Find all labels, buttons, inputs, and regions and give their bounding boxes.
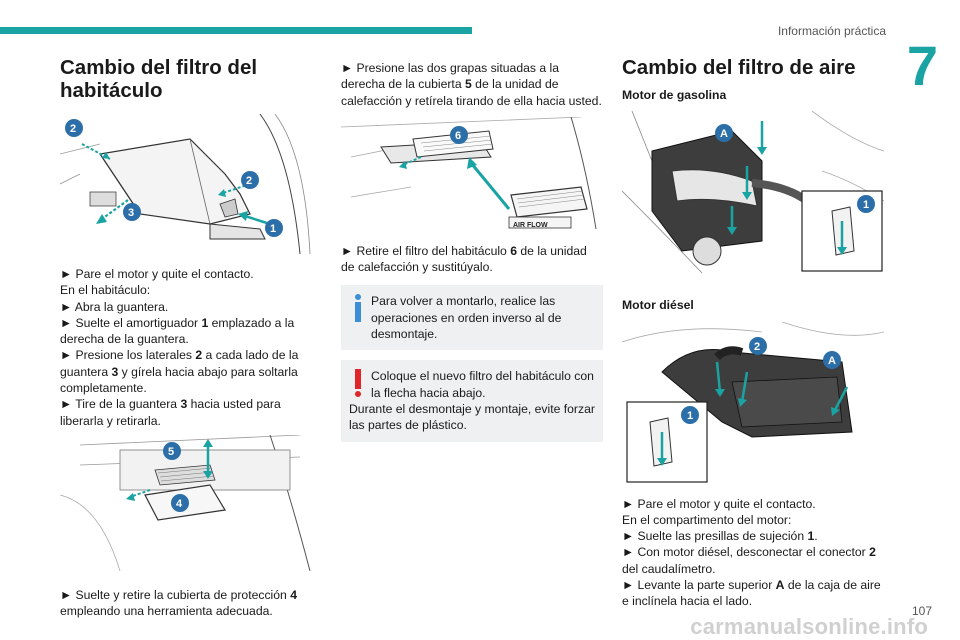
step-open-glovebox: ► Abra la guantera. bbox=[60, 299, 169, 314]
column-air-filter: Cambio del filtro de aire Motor de gasol… bbox=[622, 56, 888, 610]
step-in-cabin: En el habitáculo: bbox=[60, 283, 151, 298]
warning-box: Coloque el nuevo filtro del habitáculo c… bbox=[341, 360, 603, 442]
cabin-filter-steps: ► Pare el motor y quite el contacto. En … bbox=[60, 266, 318, 429]
step-press-clips: ► Presione las dos grapas situadas a la … bbox=[341, 61, 602, 108]
warning-icon bbox=[353, 369, 363, 401]
step3-release-clips: ► Suelte las presillas de sujeción 1. bbox=[622, 529, 818, 544]
air-filter-title: Cambio del filtro de aire bbox=[622, 56, 856, 79]
fig1-label-2b: 2 bbox=[246, 175, 253, 187]
step-remove-cover: ► Suelte y retire la cubierta de protecc… bbox=[60, 587, 297, 619]
column-cabin-filter: Cambio del filtro del habitáculo 2 bbox=[60, 56, 318, 620]
step-release-damper: ► Suelte el amortiguador 1 emplazado a l… bbox=[60, 315, 295, 347]
diesel-label-1: 1 bbox=[687, 409, 694, 422]
cabin-filter-title: Cambio del filtro del habitáculo bbox=[60, 56, 258, 102]
info-box: Para volver a montarlo, realice las oper… bbox=[341, 285, 603, 351]
watermark: carmanualsonline.info bbox=[690, 614, 928, 639]
filter-replacement-figure: 6 AIR FLOW bbox=[341, 116, 603, 229]
fig-label-6: 6 bbox=[455, 129, 462, 142]
diesel-label-2: 2 bbox=[754, 340, 761, 353]
glovebox-removal-figure: 2 2 3 1 bbox=[60, 114, 318, 254]
step-press-sides: ► Presione los laterales 2 a cada lado d… bbox=[60, 348, 299, 396]
warning-text-2: Durante el desmontaje y montaje, evite f… bbox=[349, 401, 595, 433]
step3-lift-top: ► Levante la parte superior A de la caja… bbox=[622, 578, 881, 609]
step3-disconnect-connector: ► Con motor diésel, desconectar el conec… bbox=[622, 545, 876, 576]
petrol-engine-heading: Motor de gasolina bbox=[622, 88, 727, 102]
fig2-label-5: 5 bbox=[168, 445, 175, 458]
cover-removal-figure: 5 4 bbox=[60, 434, 318, 571]
step-replace-filter: ► Retire el filtro del habitáculo 6 de l… bbox=[341, 243, 587, 275]
info-text: Para volver a montarlo, realice las oper… bbox=[371, 294, 562, 342]
warning-text-1: Coloque el nuevo filtro del habitáculo c… bbox=[371, 369, 594, 400]
header-accent-bar bbox=[0, 27, 472, 34]
column-cabin-filter-continued: ► Presione las dos grapas situadas a la … bbox=[341, 56, 603, 442]
section-title: Información práctica bbox=[777, 24, 886, 38]
fig2-label-4: 4 bbox=[176, 497, 183, 510]
chapter-number: 7 bbox=[906, 34, 938, 97]
petrol-engine-figure: A 1 bbox=[622, 111, 884, 274]
step-pull-glovebox: ► Tire de la guantera 3 hacia usted para… bbox=[60, 397, 281, 428]
fig1-label-3: 3 bbox=[128, 207, 135, 219]
diesel-engine-figure: 2 A 1 bbox=[622, 321, 884, 484]
fig1-label-2a: 2 bbox=[70, 123, 77, 135]
step3-engine-compartment: En el compartimento del motor: bbox=[622, 512, 792, 527]
airflow-label: AIR FLOW bbox=[513, 221, 548, 229]
step3-stop-engine: ► Pare el motor y quite el contacto. bbox=[622, 496, 816, 511]
info-icon bbox=[353, 294, 363, 326]
air-filter-steps: ► Pare el motor y quite el contacto. En … bbox=[622, 496, 888, 610]
petrol-label-A: A bbox=[720, 128, 728, 141]
diesel-label-A: A bbox=[828, 354, 836, 367]
page-number: 107 bbox=[911, 604, 932, 618]
step-stop-engine: ► Pare el motor y quite el contacto. bbox=[60, 267, 254, 281]
fig1-label-1: 1 bbox=[270, 223, 277, 235]
diesel-engine-heading: Motor diésel bbox=[622, 298, 694, 313]
petrol-label-1: 1 bbox=[863, 199, 870, 212]
